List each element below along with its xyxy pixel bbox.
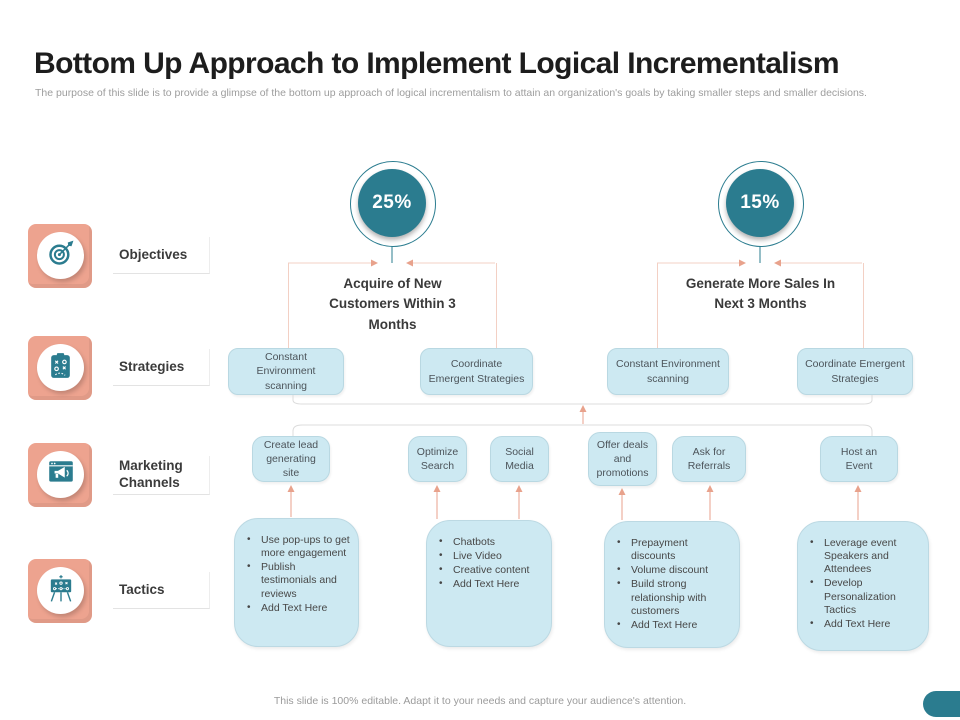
sidebar-label-objectives: Objectives bbox=[113, 237, 210, 274]
marketing-channels-icon-tile bbox=[28, 443, 92, 507]
tactic-bullet: Develop Personalization Tactics bbox=[810, 577, 920, 616]
channel-box-4: Offer deals and promotions bbox=[588, 432, 657, 486]
corner-accent-shape bbox=[923, 691, 960, 717]
strategy-box-4: Coordinate Emergent Strategies bbox=[797, 348, 913, 395]
goal-text-1: Acquire of New Customers Within 3 Months bbox=[329, 276, 456, 332]
tactic-box-2: Chatbots Live Video Creative content Add… bbox=[426, 520, 552, 647]
tactic-bullet: Volume discount bbox=[617, 564, 731, 577]
tactic-box-3: Prepayment discounts Volume discount Bui… bbox=[604, 521, 740, 648]
tactic-bullet: Leverage event Speakers and Attendees bbox=[810, 537, 920, 576]
sidebar-item-marketing-channels: Marketing Channels bbox=[28, 443, 213, 507]
channel-box-6: Host an Event bbox=[820, 436, 898, 482]
tactic-list-2: Chatbots Live Video Creative content Add… bbox=[431, 536, 543, 592]
tactic-bullet: Chatbots bbox=[439, 536, 543, 549]
tactic-box-1: Use pop-ups to get more engagement Publi… bbox=[234, 518, 359, 647]
channel-box-1: Create lead generating site bbox=[252, 436, 330, 482]
tactics-board-icon bbox=[46, 573, 76, 608]
tactic-bullet: Add Text Here bbox=[439, 578, 543, 591]
sidebar-item-tactics: Tactics bbox=[28, 559, 213, 623]
strategies-icon-tile bbox=[28, 336, 92, 400]
tactic-box-4: Leverage event Speakers and Attendees De… bbox=[797, 521, 929, 651]
tactic-bullet: Add Text Here bbox=[247, 602, 350, 615]
percent-value-2: 15% bbox=[726, 169, 794, 237]
sidebar-label-marketing-channels: Marketing Channels bbox=[113, 456, 210, 495]
tactic-bullet: Live Video bbox=[439, 550, 543, 563]
strategy-clipboard-icon bbox=[47, 351, 74, 385]
goal-group-2: Generate More Sales In Next 3 Months bbox=[657, 263, 864, 348]
channel-box-2: Optimize Search bbox=[408, 436, 467, 482]
sidebar-label-tactics: Tactics bbox=[113, 572, 210, 609]
tactic-bullet: Add Text Here bbox=[617, 619, 731, 632]
sidebar-label-strategies: Strategies bbox=[113, 349, 210, 386]
goal-group-1: Acquire of New Customers Within 3 Months bbox=[288, 263, 497, 348]
goal-text-2: Generate More Sales In Next 3 Months bbox=[685, 276, 836, 312]
tactic-bullet: Use pop-ups to get more engagement bbox=[247, 534, 350, 560]
tactic-bullet: Prepayment discounts bbox=[617, 537, 731, 563]
sidebar-item-strategies: Strategies bbox=[28, 336, 213, 400]
strategy-box-3: Constant Environment scanning bbox=[607, 348, 729, 395]
percent-circle-2: 15% bbox=[718, 161, 804, 247]
tactic-bullet: Publish testimonials and reviews bbox=[247, 561, 350, 600]
tactic-bullet: Creative content bbox=[439, 564, 543, 577]
megaphone-icon bbox=[46, 458, 76, 491]
tactic-bullet: Build strong relationship with customers bbox=[617, 578, 731, 617]
channel-box-3: Social Media bbox=[490, 436, 549, 482]
strategy-box-1: Constant Environment scanning bbox=[228, 348, 344, 395]
sidebar-item-objectives: Objectives bbox=[28, 224, 213, 288]
page-title: Bottom Up Approach to Implement Logical … bbox=[34, 47, 840, 81]
percent-circle-1: 25% bbox=[350, 161, 436, 247]
tactic-bullet: Add Text Here bbox=[810, 618, 920, 631]
footer-note: This slide is 100% editable. Adapt it to… bbox=[273, 695, 687, 707]
tactic-list-1: Use pop-ups to get more engagement Publi… bbox=[239, 534, 350, 615]
objectives-icon-tile bbox=[28, 224, 92, 288]
strategy-box-2: Coordinate Emergent Strategies bbox=[420, 348, 533, 395]
page-subtitle: The purpose of this slide is to provide … bbox=[35, 87, 867, 99]
channel-box-5: Ask for Referrals bbox=[672, 436, 746, 482]
tactics-icon-tile bbox=[28, 559, 92, 623]
percent-value-1: 25% bbox=[358, 169, 426, 237]
tactic-list-3: Prepayment discounts Volume discount Bui… bbox=[609, 537, 731, 632]
tactic-list-4: Leverage event Speakers and Attendees De… bbox=[802, 537, 920, 631]
target-icon bbox=[46, 238, 76, 273]
